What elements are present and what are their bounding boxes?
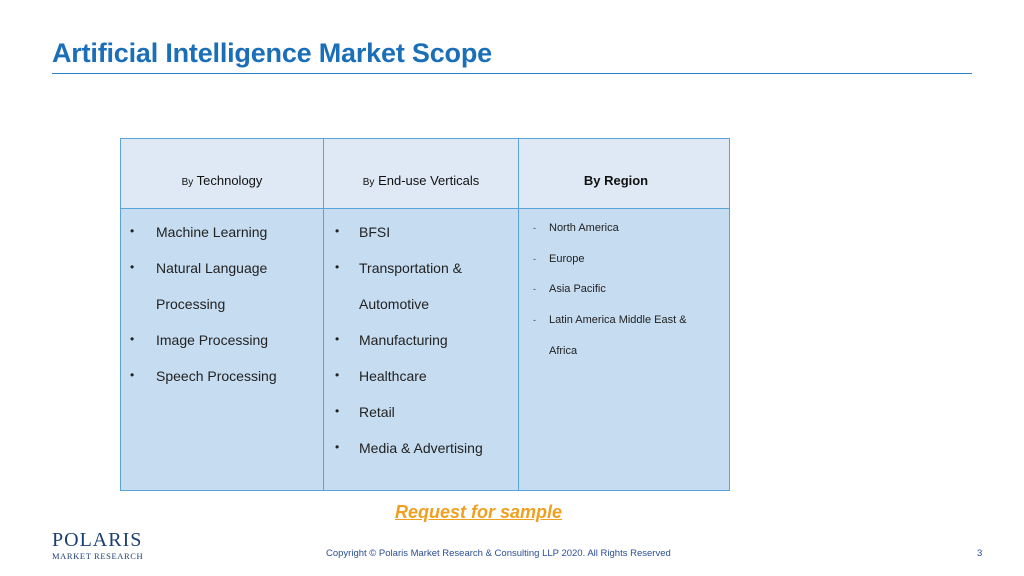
slide-title: Artificial Intelligence Market Scope bbox=[52, 38, 492, 68]
bullet-icon: • bbox=[130, 368, 135, 382]
column-region: By Region - North America - Europe - Asi… bbox=[519, 139, 729, 490]
market-scope-table: By Technology • Machine Learning • Natur… bbox=[120, 138, 730, 491]
column-header-end-use-verticals: By End-use Verticals bbox=[324, 139, 518, 209]
column-technology: By Technology • Machine Learning • Natur… bbox=[121, 139, 324, 490]
logo-main-text: POLARIS bbox=[52, 529, 143, 551]
list-item: Africa bbox=[549, 345, 578, 357]
dash-icon: - bbox=[533, 254, 536, 264]
header-label: By Region bbox=[583, 173, 649, 188]
bullet-icon: • bbox=[335, 368, 340, 382]
logo-sub-text: MARKET RESEARCH bbox=[52, 551, 144, 561]
page-number: 3 bbox=[977, 548, 983, 559]
list-item: Transportation & bbox=[359, 260, 462, 276]
column-body-region: - North America - Europe - Asia Pacific … bbox=[519, 209, 729, 490]
bullet-icon: • bbox=[335, 332, 340, 346]
dash-icon: - bbox=[533, 315, 536, 325]
bullet-icon: • bbox=[335, 404, 340, 418]
header-prefix: By bbox=[181, 177, 194, 188]
bullet-icon: • bbox=[130, 224, 135, 238]
copyright-text: Copyright © Polaris Market Research & Co… bbox=[326, 548, 671, 559]
polaris-logo: POLARIS MARKET RESEARCH bbox=[52, 530, 143, 561]
dash-icon: - bbox=[533, 284, 536, 294]
list-item: North America bbox=[549, 222, 619, 234]
list-item: Automotive bbox=[359, 296, 430, 312]
column-body-end-use-verticals: • BFSI • Transportation & Automotive • M… bbox=[324, 209, 518, 490]
bullet-icon: • bbox=[335, 260, 340, 274]
list-item: Latin America Middle East & bbox=[549, 314, 687, 326]
bullet-icon: • bbox=[335, 440, 340, 454]
list-item: Machine Learning bbox=[156, 224, 268, 240]
header-label: End-use Verticals bbox=[378, 173, 480, 188]
list-item: Media & Advertising bbox=[359, 440, 483, 456]
list-item: Speech Processing bbox=[156, 368, 277, 384]
column-header-technology: By Technology bbox=[121, 139, 323, 209]
bullet-icon: • bbox=[130, 260, 135, 274]
list-item: BFSI bbox=[359, 224, 391, 240]
list-item: Europe bbox=[549, 253, 585, 265]
bullet-icon: • bbox=[130, 332, 135, 346]
list-item: Asia Pacific bbox=[549, 283, 606, 295]
request-sample-link[interactable]: Request for sample bbox=[395, 502, 563, 522]
column-header-region: By Region bbox=[519, 139, 729, 209]
list-item: Retail bbox=[359, 404, 395, 420]
list-item: Natural Language bbox=[156, 260, 268, 276]
column-body-technology: • Machine Learning • Natural Language Pr… bbox=[121, 209, 323, 490]
bullet-icon: • bbox=[335, 224, 340, 238]
dash-icon: - bbox=[533, 223, 536, 233]
list-item: Processing bbox=[156, 296, 226, 312]
list-item: Manufacturing bbox=[359, 332, 448, 348]
header-label: Technology bbox=[196, 173, 263, 188]
list-item: Healthcare bbox=[359, 368, 427, 384]
header-prefix: By bbox=[362, 177, 375, 188]
column-end-use-verticals: By End-use Verticals • BFSI • Transporta… bbox=[324, 139, 519, 490]
title-underline bbox=[52, 73, 972, 74]
list-item: Image Processing bbox=[156, 332, 269, 348]
